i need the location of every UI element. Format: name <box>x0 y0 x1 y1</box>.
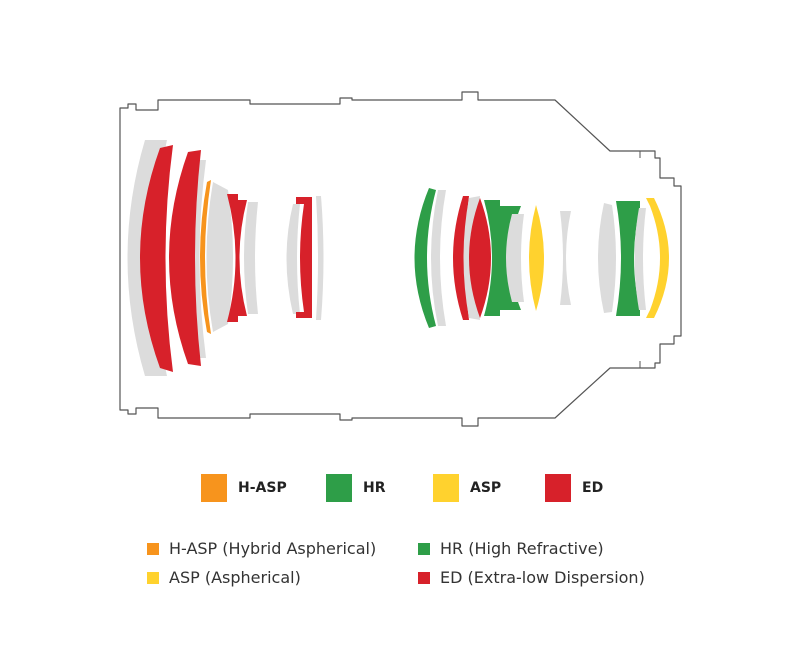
legend-item-ed: ED <box>545 472 603 504</box>
key-item-ed: ED (Extra-low Dispersion) <box>418 568 645 587</box>
legend-label-h-asp: H-ASP <box>238 480 287 496</box>
key-swatch-ed <box>418 571 430 584</box>
lens-element-20-plain <box>560 211 571 305</box>
element-type-legend: H-ASP HR ASP ED <box>0 472 800 504</box>
lens-element-18-plain <box>506 214 524 302</box>
lens-element-8-plain <box>244 202 258 314</box>
legend-item-h-asp: H-ASP <box>201 472 287 504</box>
lens-element-2-ed <box>140 145 173 372</box>
legend-item-hr: HR <box>326 472 386 504</box>
key-item-h-asp: H-ASP (Hybrid Aspherical) <box>147 539 376 558</box>
lens-cross-section-diagram <box>119 91 682 427</box>
lens-element-6-plain <box>206 182 233 332</box>
lens-element-24-asp <box>646 198 669 318</box>
key-label-asp: ASP (Aspherical) <box>169 568 301 587</box>
lens-element-7-ed <box>227 194 247 322</box>
key-item-asp: ASP (Aspherical) <box>147 568 301 587</box>
legend-item-asp: ASP <box>433 472 501 504</box>
lens-element-23-plain <box>634 208 646 310</box>
legend-swatch-asp <box>433 474 459 502</box>
legend-swatch-ed <box>545 474 571 502</box>
lens-element-4-ed <box>169 150 201 366</box>
key-label-ed: ED (Extra-low Dispersion) <box>440 568 645 587</box>
lens-element-21-plain <box>598 203 616 313</box>
lens-element-5-h-asp <box>200 180 211 334</box>
lens-element-11-plain <box>316 196 324 320</box>
lens-barrel-outline <box>119 91 682 427</box>
lens-element-13-plain <box>431 190 446 326</box>
legend-label-ed: ED <box>582 480 604 496</box>
key-label-hr: HR (High Refractive) <box>440 539 604 558</box>
lens-element-16-ed <box>469 198 491 318</box>
key-swatch-hr <box>418 542 430 555</box>
key-label-h-asp: H-ASP (Hybrid Aspherical) <box>169 539 377 558</box>
lens-element-10-ed <box>296 197 312 318</box>
lens-element-12-hr <box>414 188 436 328</box>
legend-label-asp: ASP <box>470 480 502 496</box>
key-swatch-asp <box>147 571 159 584</box>
key-item-hr: HR (High Refractive) <box>418 539 604 558</box>
lens-element-19-asp <box>529 205 544 311</box>
legend-swatch-hr <box>326 474 352 502</box>
key-swatch-h-asp <box>147 542 159 555</box>
lens-element-9-plain <box>286 204 300 314</box>
legend-label-hr: HR <box>363 480 386 496</box>
lens-element-22-hr <box>616 201 640 316</box>
legend-swatch-h-asp <box>201 474 227 502</box>
